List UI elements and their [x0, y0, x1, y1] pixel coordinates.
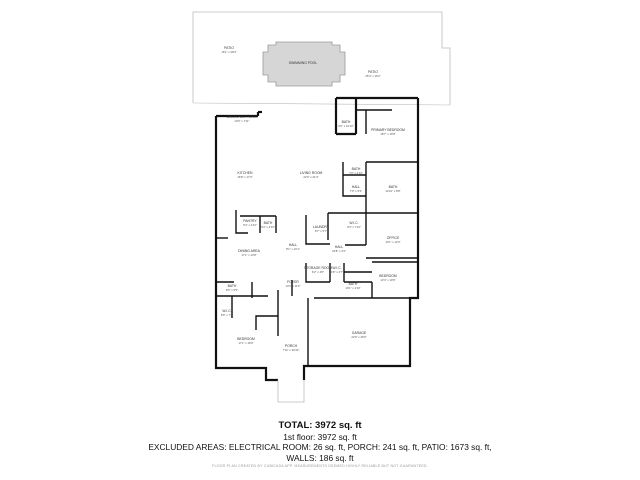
room-dim-storage-room: 6'2" x 4'6"	[312, 270, 324, 274]
room-label-wic-2: W.I.C.	[332, 266, 341, 270]
room-label-bath-4: BATH	[264, 221, 273, 225]
room-label-bedroom-1: BEDROOM	[379, 274, 397, 278]
room-label-patio-right: PATIO	[368, 70, 378, 74]
room-dim-bedroom-2: 17'1" x 18'0"	[238, 341, 253, 345]
porch-walk	[277, 380, 305, 403]
room-label-wic-1: W.I.C.	[349, 221, 358, 225]
room-label-office: OFFICE	[387, 236, 400, 240]
disclaimer-footer: FLOOR PLAN CREATED BY CUBICASA APP. MEAS…	[212, 464, 428, 468]
room-label-bath-3: BATH	[389, 185, 398, 189]
floor-plan: PATIO 15'1" x 28'4" SWIMMING POOL PATIO …	[192, 11, 451, 403]
room-label-porch: PORCH	[285, 344, 298, 348]
excluded-areas: EXCLUDED AREAS: ELECTRICAL ROOM: 26 sq. …	[148, 442, 492, 452]
room-dim-foyer: 13'1" x 11'6"	[285, 284, 300, 288]
walls	[214, 96, 420, 382]
room-dim-bath-1: 8'2" x 10'10"	[338, 124, 353, 128]
room-label-storage-room: STORAGE ROOM	[304, 266, 332, 270]
room-dim-patio-left: 15'1" x 28'4"	[221, 50, 236, 54]
room-dim-kitchen: 16'8" x 17'3"	[237, 175, 252, 179]
patio-outline	[192, 11, 451, 105]
room-label-breakfast-nook: BREAKFAST NOOK	[227, 115, 259, 119]
room-dim-primary-bedroom: 18'7" x 16'8"	[380, 132, 395, 136]
room-label-bath-6: BATH	[228, 284, 237, 288]
room-dim-pantry: 5'4" x 4'10"	[243, 223, 257, 227]
room-dim-bath-5: 10'1" x 4'10"	[345, 286, 360, 290]
room-label-primary-bedroom: PRIMARY BEDROOM	[371, 128, 405, 132]
room-dim-living-room: 22'0" x 21'3"	[303, 175, 318, 179]
room-dim-bedroom-1: 13'4" x 10'9"	[380, 278, 395, 282]
room-label-hall-3: HALL	[335, 245, 344, 249]
room-dim-office: 13'1" x 12'0"	[385, 240, 400, 244]
room-dim-dining-area: 17'1" x 13'8"	[241, 253, 256, 257]
room-label-wic-3: W.I.C.	[222, 309, 231, 313]
room-dim-wic-1: 9'3" x 7'10"	[347, 225, 361, 229]
room-label-foyer: FOYER	[287, 280, 299, 284]
walls-area: WALLS: 186 sq. ft	[286, 453, 354, 463]
room-dim-wic-3: 5'8" x 7'7"	[221, 313, 233, 317]
room-dim-porch: 7'11" x 30'10"	[283, 348, 300, 352]
room-labels: PATIO 15'1" x 28'4" SWIMMING POOL PATIO …	[221, 46, 405, 352]
room-dim-hall-2: 8'1" x 16'1"	[286, 247, 300, 251]
room-dim-bath-6: 8'0" x 5'5"	[226, 288, 238, 292]
room-label-living-room: LIVING ROOM	[300, 171, 323, 175]
room-dim-hall-1: 7'0" x 5'3"	[350, 189, 362, 193]
room-label-bath-1: BATH	[342, 120, 351, 124]
room-dim-laundry: 8'7" x 5'7"	[315, 229, 327, 233]
room-label-patio-left: PATIO	[224, 46, 234, 50]
total-area: TOTAL: 3972 sq. ft	[278, 420, 362, 431]
room-label-swimming-pool: SWIMMING POOL	[289, 61, 318, 65]
room-dim-breakfast-nook: 10'6" x 7'11"	[234, 119, 249, 123]
room-dim-bath-4: 6'4" x 4'10"	[261, 225, 275, 229]
room-label-bath-5: BATH	[349, 282, 358, 286]
room-label-kitchen: KITCHEN	[238, 171, 253, 175]
room-label-laundry: LAUNDRY	[313, 225, 330, 229]
room-label-bedroom-2: BEDROOM	[237, 337, 255, 341]
room-label-hall-1: HALL	[352, 185, 361, 189]
room-label-hall-2: HALL	[289, 243, 298, 247]
room-label-garage: GARAGE	[352, 331, 367, 335]
patio-edge	[192, 102, 451, 106]
room-dim-patio-right: 25'4" x 16'2"	[365, 74, 380, 78]
room-label-dining-area: DINING AREA	[238, 249, 261, 253]
room-dim-bath-3: 12'10" x 8'8"	[385, 189, 400, 193]
room-label-pantry: PANTRY	[243, 219, 257, 223]
room-dim-bath-2: 7'0" x 4'10"	[349, 171, 363, 175]
room-dim-hall-3: 16'8" x 4'4"	[332, 249, 346, 253]
room-label-bath-2: BATH	[352, 167, 361, 171]
swimming-pool-shape	[262, 41, 346, 87]
room-dim-garage: 22'9" x 25'0"	[351, 335, 366, 339]
room-dim-wic-2: 4'8" x 4'7"	[331, 270, 343, 274]
first-floor-area: 1st floor: 3972 sq. ft	[283, 432, 357, 442]
interior-walls	[216, 109, 418, 366]
